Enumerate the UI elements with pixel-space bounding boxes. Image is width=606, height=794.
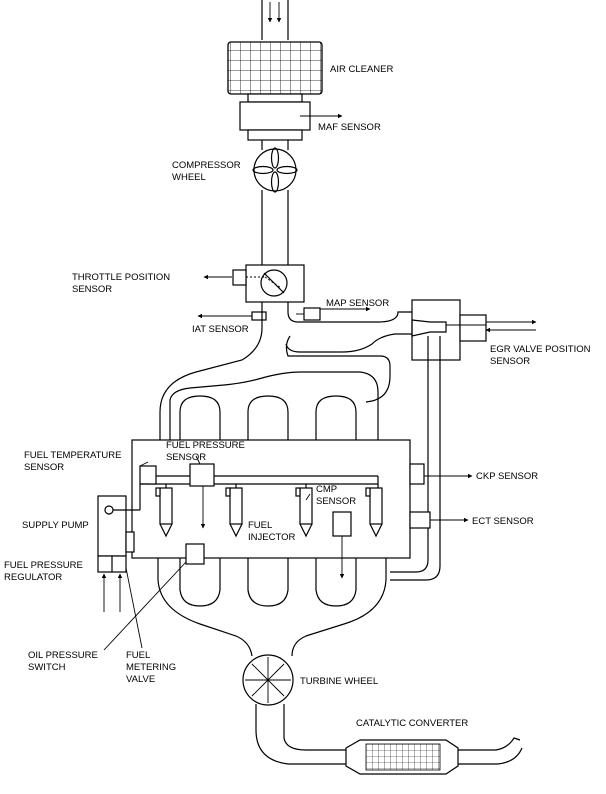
label-throttle-position-2: SENSOR xyxy=(72,284,112,295)
compressor-wheel xyxy=(252,147,298,193)
fuel-rail xyxy=(150,475,379,488)
map-sensor xyxy=(296,306,371,321)
fuel-pressure-regulator xyxy=(97,555,143,649)
label-ckp-sensor: CKP SENSOR xyxy=(476,471,538,482)
fuel-temperature-sensor xyxy=(139,465,157,485)
injector-4 xyxy=(365,487,383,538)
egr-valve xyxy=(390,299,537,581)
turbine-wheel xyxy=(242,654,294,706)
label-oil-pressure-switch-2: SWITCH xyxy=(28,662,66,673)
label-maf-sensor: MAF SENSOR xyxy=(318,122,381,133)
fuel-injectors xyxy=(155,484,383,538)
label-supply-pump: SUPPLY PUMP xyxy=(22,520,89,531)
label-fuel-temperature-1: FUEL TEMPERATURE xyxy=(24,450,121,461)
intake-manifold xyxy=(159,302,412,440)
label-throttle-position-1: THROTTLE POSITION xyxy=(72,272,170,283)
iat-sensor xyxy=(197,311,267,321)
label-cmp-sensor-1: CMP xyxy=(316,484,337,495)
engine-block xyxy=(131,439,411,559)
label-fuel-injector-1: FUEL xyxy=(248,520,272,531)
catalytic-converter xyxy=(345,739,459,775)
label-map-sensor: MAP SENSOR xyxy=(326,298,389,309)
labels: AIR CLEANER MAF SENSOR COMPRESSOR WHEEL … xyxy=(4,64,591,729)
injector-3 xyxy=(295,484,313,538)
exhaust-pipe xyxy=(255,704,523,765)
oil-pressure-switch xyxy=(103,543,205,651)
label-fuel-pressure-regulator-2: REGULATOR xyxy=(4,572,62,583)
intake-inlet xyxy=(261,0,289,40)
label-fuel-pressure-sensor-1: FUEL PRESSURE xyxy=(166,440,245,451)
supply-pump xyxy=(97,483,150,557)
label-fuel-pressure-regulator-1: FUEL PRESSURE xyxy=(4,560,83,571)
label-air-cleaner: AIR CLEANER xyxy=(330,64,393,75)
leader-lines xyxy=(139,455,311,501)
injector-1 xyxy=(155,484,173,538)
ect-sensor xyxy=(409,511,469,529)
maf-sensor xyxy=(239,93,343,141)
label-turbine-wheel: TURBINE WHEEL xyxy=(300,676,378,687)
throttle-body xyxy=(203,264,305,303)
label-fuel-pressure-sensor-2: SENSOR xyxy=(166,452,206,463)
label-fuel-temperature-2: SENSOR xyxy=(24,462,64,473)
label-egr-valve-2: SENSOR xyxy=(490,356,530,367)
label-ect-sensor: ECT SENSOR xyxy=(472,516,534,527)
label-cmp-sensor-2: SENSOR xyxy=(316,496,356,507)
cmp-sensor xyxy=(332,511,352,579)
label-iat-sensor: IAT SENSOR xyxy=(192,324,249,335)
label-fuel-injector-2: INJECTOR xyxy=(248,532,295,543)
fuel-pressure-sensor xyxy=(189,463,215,529)
air-cleaner xyxy=(227,41,323,95)
label-fuel-metering-valve-1: FUEL xyxy=(126,650,150,661)
exhaust-manifold xyxy=(157,558,387,657)
label-catalytic-converter: CATALYTIC CONVERTER xyxy=(356,718,468,729)
ckp-sensor xyxy=(409,463,473,485)
label-compressor-wheel-1: COMPRESSOR xyxy=(172,160,241,171)
label-fuel-metering-valve-2: METERING xyxy=(126,662,176,673)
label-oil-pressure-switch-1: OIL PRESSURE xyxy=(28,650,98,661)
label-fuel-metering-valve-3: VALVE xyxy=(126,674,155,685)
label-egr-valve-1: EGR VALVE POSITION xyxy=(490,344,591,355)
injector-2 xyxy=(225,484,243,538)
label-compressor-wheel-2: WHEEL xyxy=(172,172,206,183)
